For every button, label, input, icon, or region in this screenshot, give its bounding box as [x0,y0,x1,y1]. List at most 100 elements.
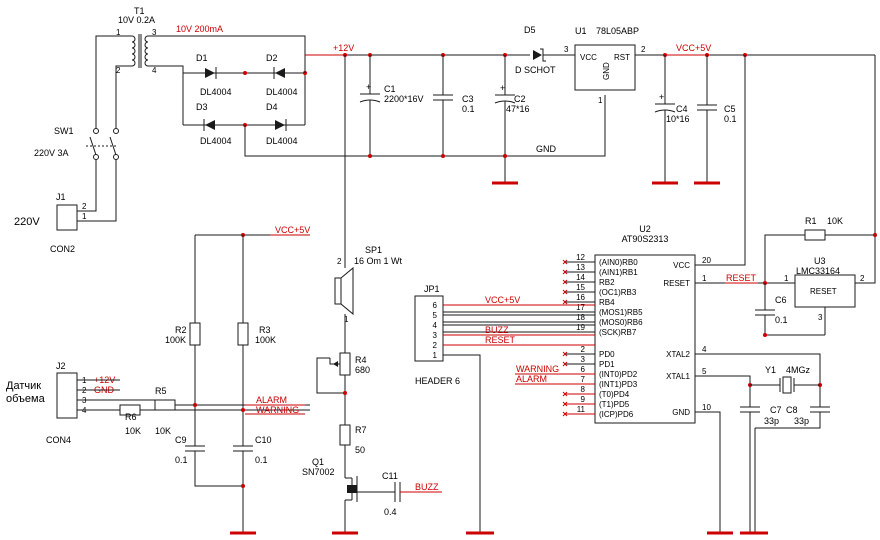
d3-value: DL4004 [200,136,232,146]
y1-value: 4MGz [786,365,811,375]
net-warning-sensor: WARNING [256,405,299,415]
c8-ref: C8 [786,405,798,415]
jp1-net-6: VCC+5V [485,295,520,305]
u2-pin-name-2: PD0 [599,350,615,359]
r3-value: 100K [255,335,276,345]
net-gnd-label: GND [536,144,557,154]
u2-name: AT90S2313 [622,234,669,244]
j1-ref: J1 [56,192,66,202]
r1-value: 10K [827,216,843,226]
sp1-ref: SP1 [365,245,382,255]
u1-pin3: 3 [564,45,569,54]
jp1-net-2: RESET [485,335,516,345]
u2-pin-10: 10 [702,403,711,412]
u1-ref: U1 [575,26,587,36]
u2-pin-name-1: RESET [663,279,690,288]
transformer-t1: T1 10V 0.2A 10V 200mA 1 2 3 4 [95,6,306,128]
net-5v-sensor: VCC+5V [275,225,310,235]
r3-ref: R3 [259,325,271,335]
u2-pin-19: 19 [576,323,585,332]
y1-ref: Y1 [765,365,776,375]
u3-label: RESET [810,287,837,296]
u2-pin-2: 2 [581,345,586,354]
u3-pin3: 3 [818,313,823,322]
sensor-vcc-rail: VCC+5V [194,225,310,323]
c5-ref: C5 [724,104,736,114]
d5-value: D SCHOT [515,65,556,75]
u1-vcc: VCC [580,53,597,62]
u2-pin-name-17: (MOS1)RB5 [599,308,643,317]
u2-pin-name-14: RB2 [599,278,615,287]
u1-pin1: 1 [598,96,603,105]
u2-pin-6: 6 [581,365,586,374]
resistor-r2: R2 100K [165,322,201,446]
u3-ref: U3 [814,256,826,266]
c2-value: 47*16 [506,104,530,114]
c10-value: 0.1 [255,455,268,465]
d1-value: DL4004 [200,87,232,97]
d2-value: DL4004 [266,87,298,97]
r4-ref: R4 [355,355,367,365]
d4-value: DL4004 [266,136,298,146]
t1-value: 10V 0.2A [118,15,155,25]
net-12v-label: +12V [333,43,354,53]
transistor-q1: Q1 SN7002 [302,457,395,535]
sp1-pin1: 1 [344,315,349,324]
u2-pin-12: 12 [576,253,585,262]
net-5v-label: VCC+5V [676,43,711,53]
c11-ref: C11 [382,471,398,481]
u2-pin-8: 8 [581,385,586,394]
r7-value: 50 [355,445,365,455]
r5-value: 10K [155,426,171,436]
d1-ref: D1 [196,53,208,63]
c7-value: 33p [764,416,779,426]
u2-pin-4: 4 [702,345,707,354]
jp1-name: HEADER 6 [415,376,460,386]
u2-pin-name-18: (MOS0)RB6 [599,318,643,327]
jp1-pin-6: 6 [433,301,438,310]
u2-pin-name-11: (ICP)PD6 [599,410,634,419]
u2-pin-14: 14 [576,273,585,282]
net-warning-mcu: WARNING [516,364,559,374]
jp1-pin-4: 4 [433,321,438,330]
resistor-r5: R5 10K ALARM [154,386,310,436]
svg-text:+: + [500,83,505,93]
capacitors-c7-c8: C7 33p C8 33p [740,405,830,535]
t1-pin3: 3 [152,28,157,37]
u1-pin2: 2 [641,45,646,54]
u2-pin-name-3: PD1 [599,360,615,369]
capacitor-c9: C9 0.1 [175,435,243,487]
r6-value: 10K [125,426,141,436]
c1-value: 2200*16V [384,94,424,104]
capacitor-c10: C10 0.1 [230,435,272,535]
u1-name: 78L05ABP [596,26,639,36]
capacitor-c11: C11 0.4 BUZZ [382,471,442,517]
u2-pin-16: 16 [576,293,585,302]
t1-rating: 10V 200mA [176,24,223,34]
u2-pin-name-12: (AIN0)RB0 [599,258,638,267]
sp1-value: 16 Om 1 Wt [354,256,403,266]
crystal-y1: Y1 4MGz [750,365,820,394]
c9-ref: C9 [175,435,187,445]
u2-left-pins: 12(AIN0)RB013(AIN1)RB114RB215(OC1)RB316R… [443,253,643,419]
r1-ref: R1 [805,216,817,226]
c1-ref: C1 [384,84,396,94]
t1-pin1: 1 [116,28,121,37]
u2-pin-1: 1 [702,274,707,283]
j1-pin1: 1 [82,212,87,221]
jp1-ref: JP1 [424,284,440,294]
c7-ref: C7 [770,405,782,415]
resistor-r3: R3 100K [237,322,276,446]
jp1-pin-5: 5 [433,311,438,320]
c9-value: 0.1 [175,455,188,465]
c3-ref: C3 [462,94,474,104]
resistor-r7: R7 50 [339,424,367,478]
resistor-r1: R1 10K [764,216,877,283]
net-alarm-sensor: ALARM [256,395,287,405]
j2-title-2: объема [6,393,46,405]
sp1-pin2: 2 [337,257,342,266]
